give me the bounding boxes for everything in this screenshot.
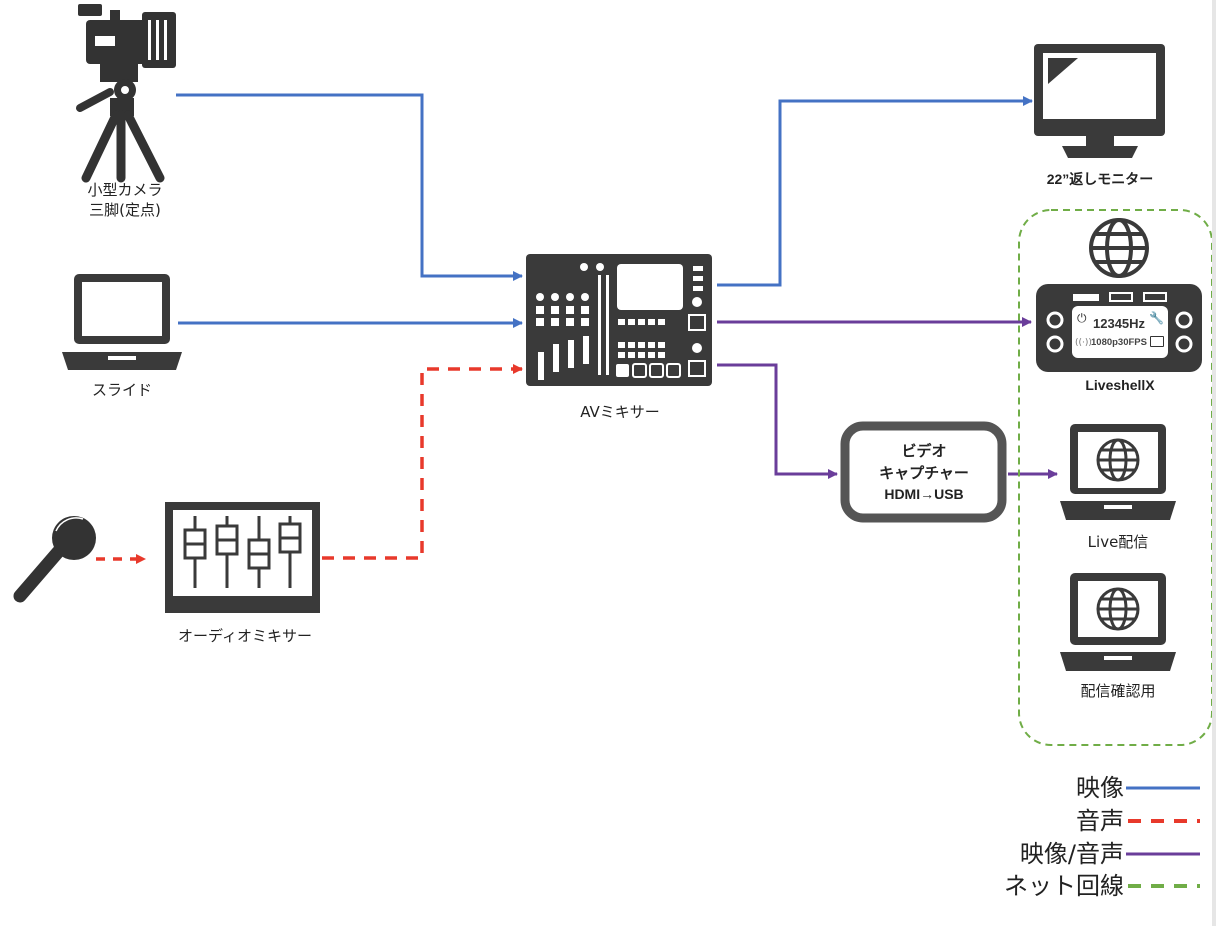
capture-box	[840, 421, 1007, 523]
video-camera-icon	[76, 4, 176, 183]
legend-av-line	[1126, 852, 1200, 856]
avmixer-to-monitor-line	[717, 96, 1033, 287]
check-globe-icon	[1096, 587, 1140, 631]
scrollbar[interactable]	[1212, 0, 1216, 926]
capture-label-line3: HDMI→USB	[884, 486, 964, 502]
camera-to-avmixer-line	[176, 93, 523, 281]
avmixer-to-capture-line	[717, 363, 838, 479]
signal-icon: ((·))	[1075, 338, 1092, 348]
stream-check-label: 配信確認用	[1080, 682, 1156, 700]
liveshell-freq: 12345Hz	[1093, 316, 1146, 331]
av-mixer-icon	[526, 254, 712, 386]
wrench-icon: 🔧	[1149, 311, 1164, 325]
live-globe-icon	[1096, 438, 1140, 482]
av-mixer-label: AVミキサー	[580, 403, 660, 421]
audio-mixer-label: オーディオミキサー	[178, 627, 312, 645]
audiomixer-to-avmixer-line	[322, 364, 523, 560]
legend-video: 映像	[1076, 776, 1200, 800]
monitor-icon	[1034, 44, 1165, 158]
liveshell-format: 1080p30FPS	[1091, 337, 1147, 348]
liveshell-label: LiveshellX	[1085, 377, 1155, 393]
capture-label-line1: ビデオ	[901, 442, 947, 460]
capture-label-line2: キャプチャー	[879, 464, 969, 482]
live-laptop-icon	[1060, 424, 1176, 520]
legend-video-line	[1126, 786, 1200, 790]
liveshell-device-icon	[1036, 284, 1202, 372]
laptop-icon	[62, 274, 182, 370]
legend-audio-label: 音声	[1076, 807, 1124, 835]
liveshell-power-icon: ⏻	[1077, 311, 1087, 325]
slide-label: スライド	[91, 381, 152, 399]
camera-label: 小型カメラ 三脚(定点)	[87, 181, 163, 220]
legend-audio-line	[1128, 819, 1200, 823]
legend-av-label: 映像/音声	[1019, 840, 1124, 868]
legend-net: ネット回線	[1004, 874, 1200, 898]
audio-mixer-icon	[165, 502, 320, 613]
legend-audio: 音声	[1076, 809, 1200, 833]
monitor-label: 22”返しモニター	[1046, 171, 1154, 187]
live-stream-label: Live配信	[1087, 533, 1149, 551]
legend-av: 映像/音声	[1020, 842, 1200, 866]
legend-net-label: ネット回線	[1004, 872, 1124, 900]
microphone-icon	[13, 516, 96, 603]
legend-net-line	[1128, 884, 1200, 888]
folder-icon	[1150, 336, 1164, 347]
globe-icon	[1089, 218, 1149, 278]
legend-video-label: 映像	[1076, 774, 1124, 802]
